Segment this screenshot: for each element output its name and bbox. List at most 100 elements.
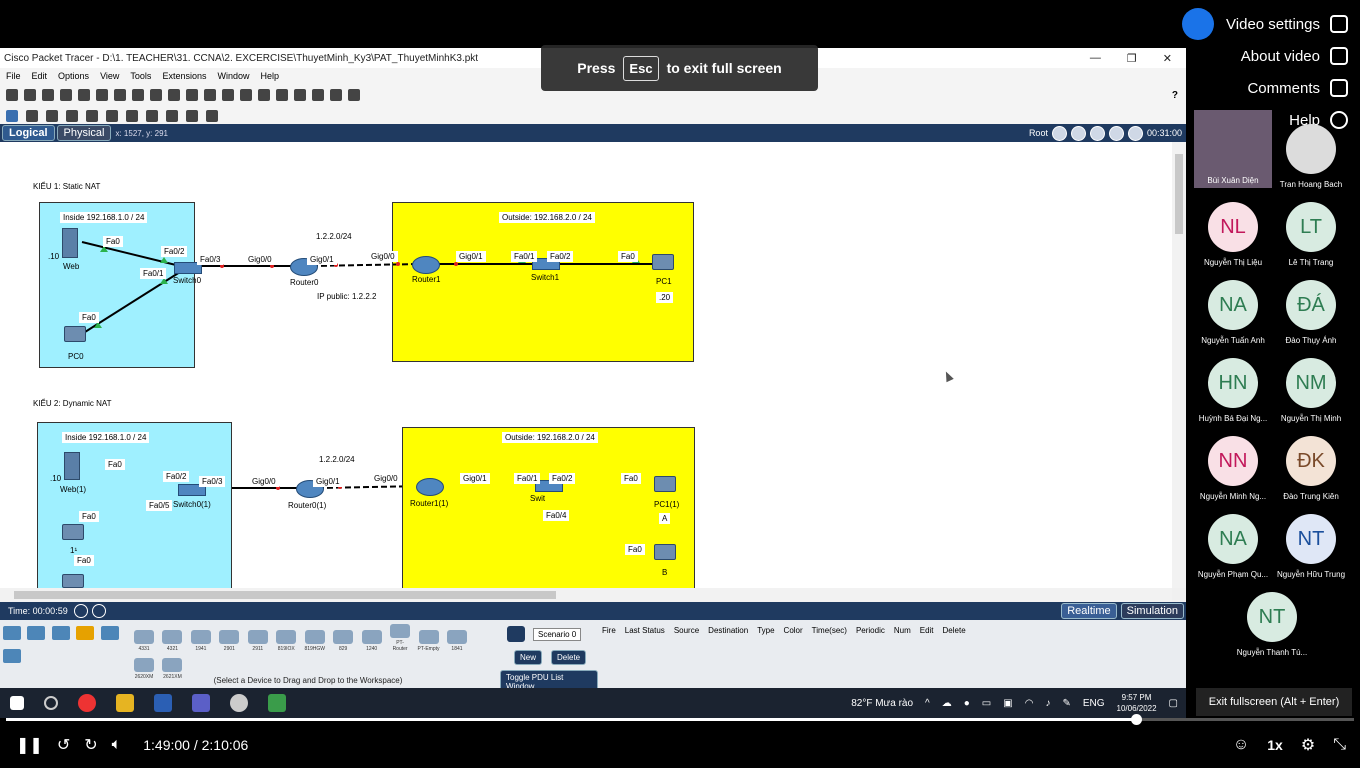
- rewind-10-icon[interactable]: ↺: [56, 737, 71, 754]
- complex-pdu-icon[interactable]: [206, 110, 218, 122]
- device-1841[interactable]: 1841: [446, 630, 468, 658]
- note-icon[interactable]: [86, 110, 98, 122]
- device-2911[interactable]: 2911: [247, 630, 269, 658]
- connections-icon[interactable]: [76, 626, 95, 640]
- realtime-mode-button[interactable]: Realtime: [1061, 603, 1117, 619]
- video-progress-bar[interactable]: [6, 714, 1354, 725]
- battery-icon[interactable]: ▭: [981, 697, 992, 709]
- switch0-icon[interactable]: [174, 262, 202, 274]
- print-icon[interactable]: [60, 89, 72, 101]
- set-background-icon[interactable]: [1108, 125, 1124, 141]
- router-icon[interactable]: [312, 89, 324, 101]
- line-icon[interactable]: [106, 110, 118, 122]
- participant-tile[interactable]: HN Huỳnh Bá Đại Ng...: [1194, 358, 1272, 423]
- back-icon[interactable]: [1051, 125, 1067, 141]
- participant-tile[interactable]: NM Nguyễn Thị Minh: [1272, 358, 1350, 423]
- components-icon[interactable]: [51, 626, 70, 640]
- mic-icon[interactable]: ●: [963, 697, 970, 709]
- device-829[interactable]: 829: [332, 630, 354, 658]
- device-1240[interactable]: 1240: [361, 630, 383, 658]
- windows-start-icon[interactable]: [10, 696, 24, 710]
- menu-extensions[interactable]: Extensions: [162, 71, 207, 81]
- pen-icon[interactable]: ✎: [1062, 697, 1071, 709]
- freeform-icon[interactable]: [166, 110, 178, 122]
- host-pc2-icon[interactable]: [62, 574, 84, 588]
- menu-edit[interactable]: Edit: [31, 71, 48, 81]
- app-tray-icon[interactable]: ▣: [1003, 697, 1013, 709]
- router1-1-icon[interactable]: [416, 478, 444, 496]
- chevron-up-icon[interactable]: ^: [925, 697, 930, 709]
- redo-icon[interactable]: [186, 89, 198, 101]
- fast-forward-icon[interactable]: [91, 604, 106, 618]
- logical-workspace[interactable]: KIỂU 1: Static NAT Inside 192.168.1.0 / …: [0, 142, 1172, 588]
- info-circle-icon[interactable]: [507, 626, 525, 642]
- drawing-palette-icon[interactable]: [258, 89, 270, 101]
- participant-tile[interactable]: Tran Hoang Bach: [1272, 124, 1350, 189]
- participant-tile[interactable]: LT Lê Thị Trang: [1272, 202, 1350, 267]
- device-pt-empty[interactable]: PT-Empty: [418, 630, 440, 658]
- progress-scrubber[interactable]: [1130, 714, 1142, 725]
- file-explorer-icon[interactable]: [116, 694, 134, 712]
- video-settings-button[interactable]: Video settings: [1226, 10, 1348, 38]
- device-2620xm[interactable]: 2620XM: [133, 658, 155, 686]
- select-icon[interactable]: [6, 110, 18, 122]
- participant-tile[interactable]: NA Nguyễn Phạm Qu...: [1194, 514, 1272, 579]
- volume-icon[interactable]: ♪: [1045, 697, 1051, 709]
- custom-device-icon[interactable]: [276, 89, 288, 101]
- participant-tile[interactable]: Bùi Xuân Diện: [1194, 110, 1272, 188]
- network-devices-icon[interactable]: [3, 626, 21, 640]
- misc-icon[interactable]: [100, 626, 119, 640]
- paste-icon[interactable]: [150, 89, 162, 101]
- playback-speed-button[interactable]: 1x: [1267, 737, 1283, 753]
- new-icon[interactable]: [6, 89, 18, 101]
- move-object-icon[interactable]: [1089, 125, 1105, 141]
- teams-icon[interactable]: [192, 694, 210, 712]
- close-icon[interactable]: ✕: [1162, 52, 1172, 65]
- web1-server-icon[interactable]: [64, 452, 80, 480]
- chrome-icon[interactable]: [78, 694, 96, 712]
- switch0-1-icon[interactable]: [178, 484, 206, 496]
- participant-tile[interactable]: NT Nguyễn Hữu Trung: [1272, 514, 1350, 579]
- copy-icon[interactable]: [132, 89, 144, 101]
- device-2901[interactable]: 2901: [218, 630, 240, 658]
- participant-tile[interactable]: ĐK Đào Trung Kiên: [1272, 436, 1350, 501]
- inspect-icon[interactable]: [26, 110, 38, 122]
- participant-tile[interactable]: NN Nguyễn Minh Ng...: [1194, 436, 1272, 501]
- tab-physical[interactable]: Physical: [56, 125, 112, 141]
- router1-icon[interactable]: [412, 256, 440, 274]
- menu-file[interactable]: File: [6, 71, 21, 81]
- undo-icon[interactable]: [168, 89, 180, 101]
- weather-widget[interactable]: 82°F Mưa rào: [851, 697, 914, 709]
- menu-view[interactable]: View: [100, 71, 120, 81]
- multiuser-icon[interactable]: [3, 649, 21, 663]
- device-819iox[interactable]: 819IOX: [275, 630, 297, 658]
- new-scenario-button[interactable]: New: [514, 650, 543, 665]
- viewport-icon[interactable]: [294, 89, 306, 101]
- device-1941[interactable]: 1941: [190, 630, 212, 658]
- open-icon[interactable]: [24, 89, 36, 101]
- app-notification-icon[interactable]: [230, 694, 248, 712]
- pdu-icon[interactable]: [330, 89, 342, 101]
- participant-tile[interactable]: NA Nguyễn Tuấn Anh: [1194, 280, 1272, 345]
- notification-icon[interactable]: ▢: [1168, 697, 1178, 709]
- participant-tile[interactable]: NT Nguyễn Thanh Tú...: [1233, 592, 1311, 657]
- packet-tracer-taskbar-icon[interactable]: [268, 694, 286, 712]
- device-819hgw[interactable]: 819HGW: [304, 630, 326, 658]
- pc0-icon[interactable]: [64, 326, 86, 342]
- rectangle-icon[interactable]: [126, 110, 138, 122]
- about-video-button[interactable]: About video: [1241, 42, 1348, 70]
- device-pt-router[interactable]: PT-Router: [389, 624, 411, 652]
- workspace-horizontal-scrollbar[interactable]: [0, 588, 1172, 602]
- end-devices-icon[interactable]: [27, 626, 46, 640]
- participant-tile[interactable]: ĐÁ Đào Thụy Ánh: [1272, 280, 1350, 345]
- menu-tools[interactable]: Tools: [130, 71, 152, 81]
- word-icon[interactable]: [154, 694, 172, 712]
- ellipse-icon[interactable]: [146, 110, 158, 122]
- participant-tile[interactable]: NL Nguyễn Thị Liệu: [1194, 202, 1272, 267]
- toggle-pdu-list-button[interactable]: Toggle PDU List Window: [500, 670, 598, 688]
- menu-help[interactable]: Help: [260, 71, 279, 81]
- comments-button[interactable]: Comments: [1247, 74, 1348, 102]
- zoom-out-icon[interactable]: [240, 89, 252, 101]
- wifi-icon[interactable]: ◠: [1024, 697, 1034, 709]
- menu-options[interactable]: Options: [58, 71, 90, 81]
